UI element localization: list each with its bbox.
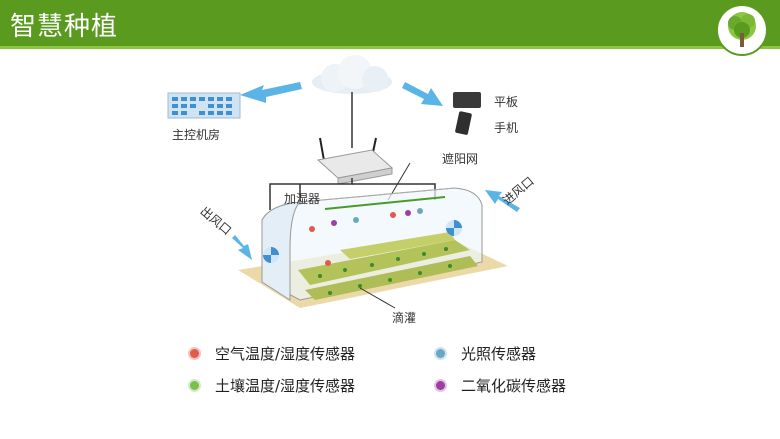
legend-dot (190, 381, 199, 390)
header-bar (0, 0, 780, 46)
inlet-fan-icon (446, 220, 462, 236)
tablet-icon (453, 92, 481, 108)
legend-label: 光照传感器 (461, 345, 537, 363)
control-room-label: 主控机房 (172, 128, 221, 142)
cloud-icon (312, 55, 392, 94)
router-icon (316, 137, 394, 185)
shade-net-label: 遮阳网 (442, 152, 479, 166)
header-accent-line (0, 46, 780, 49)
legend-dot (436, 381, 445, 390)
legend-item-air-sensor: 空气温度/湿度传感器 (190, 343, 355, 364)
legend-label: 土壤温度/湿度传感器 (215, 377, 356, 395)
legend-item-co2-sensor: 二氧化碳传感器 (436, 375, 566, 396)
server-icon (167, 92, 241, 119)
outlet-arrow (232, 235, 252, 260)
humidifier-label: 加湿器 (284, 192, 321, 206)
page-title: 智慧种植 (10, 12, 119, 42)
legend-item-soil-sensor: 土壤温度/湿度传感器 (190, 375, 355, 396)
arrow-to-control-room (240, 82, 302, 103)
legend-dot (436, 349, 445, 358)
legend-label: 空气温度/湿度传感器 (215, 345, 356, 363)
tablet-label: 平板 (494, 95, 519, 109)
legend-dot (190, 349, 199, 358)
outlet-fan-icon (263, 247, 279, 263)
arrow-to-devices (402, 82, 443, 106)
drip-label: 滴灌 (392, 311, 417, 325)
phone-label: 手机 (494, 121, 519, 135)
legend-item-light-sensor: 光照传感器 (436, 343, 536, 364)
phone-icon (455, 111, 472, 135)
inlet-arrow (485, 190, 520, 212)
legend-label: 二氧化碳传感器 (461, 377, 567, 395)
tree-logo-icon (716, 4, 768, 56)
